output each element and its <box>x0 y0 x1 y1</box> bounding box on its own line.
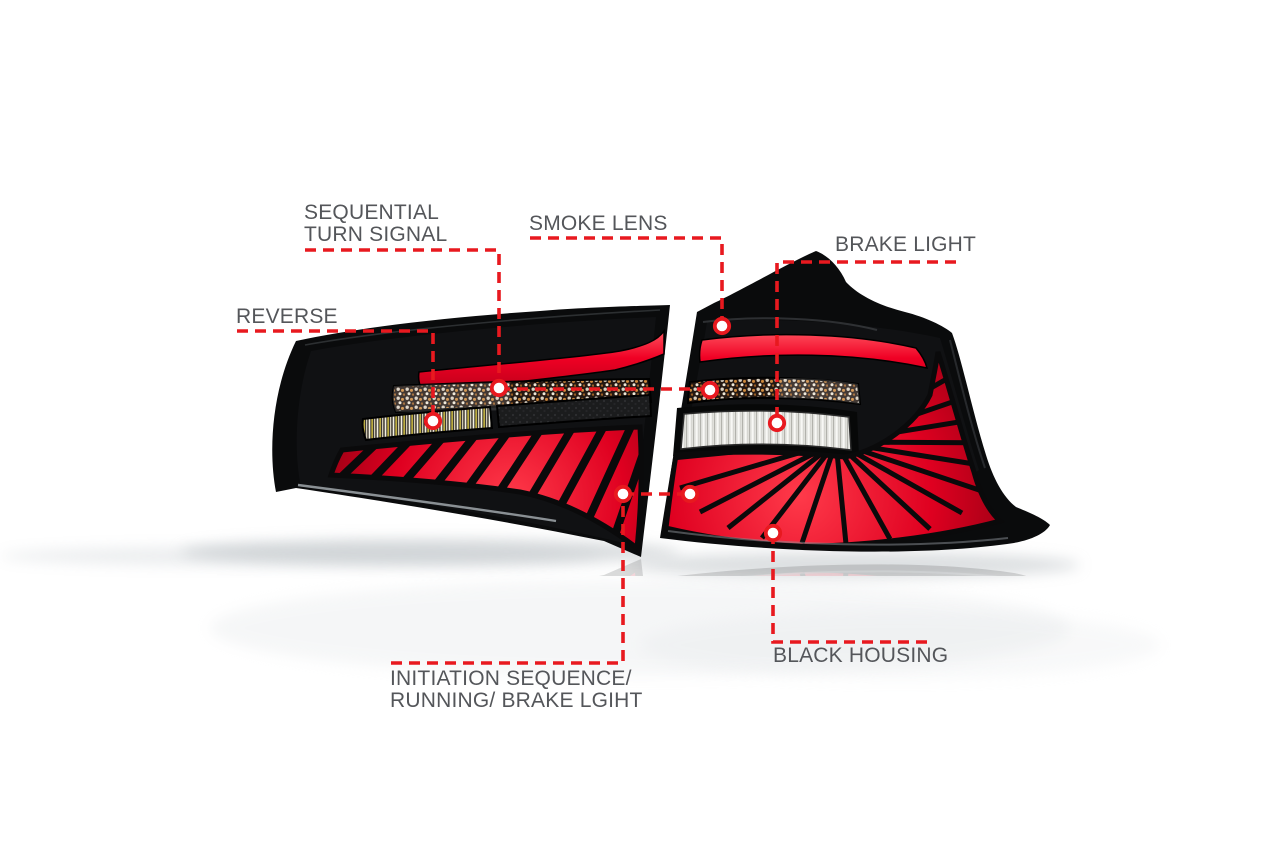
callout-line-sequential-turn-signal <box>305 248 501 388</box>
callout-line-smoke-lens <box>530 236 724 326</box>
trunk-bottom-rim-highlight <box>297 483 557 523</box>
quarter-brake-lens <box>680 410 852 451</box>
trunk-smoked-section <box>495 393 653 429</box>
callout-dot-initiation-right <box>680 484 700 504</box>
quarter-sequential-highlight <box>779 378 860 404</box>
callout-dot-sequential-right <box>700 380 720 400</box>
quarter-side-rim-highlight <box>949 339 986 469</box>
callout-dot-brake-light <box>767 413 787 433</box>
callout-line-brake-light <box>775 260 956 423</box>
callout-line-reverse <box>237 329 435 421</box>
callout-label-smoke-lens: SMOKE LENS <box>529 212 668 235</box>
trunk-fan-border <box>327 424 644 553</box>
callout-label-brake-light: BRAKE LIGHT <box>835 233 977 256</box>
callout-line-black-housing <box>771 533 929 644</box>
callout-label-sequential-turn-signal: SEQUENTIAL TURN SIGNAL <box>304 201 448 246</box>
callout-dot-black-housing <box>763 523 783 543</box>
callout-dot-sequential-left <box>489 378 509 398</box>
tail-light-quarter-piece <box>660 251 1050 552</box>
callout-dot-initiation-left <box>613 484 633 504</box>
callout-dot-smoke-lens <box>712 316 732 336</box>
quarter-red-strip <box>698 333 929 369</box>
callout-label-initiation-sequence: INITIATION SEQUENCE/ RUNNING/ BRAKE LGIH… <box>390 667 643 712</box>
quarter-bottom-rim-highlight <box>667 530 1009 546</box>
trunk-sequential-highlight <box>392 382 511 412</box>
trunk-initiation-fan <box>331 427 642 548</box>
callout-label-reverse: REVERSE <box>236 305 338 328</box>
callout-dot-reverse <box>423 411 443 431</box>
quarter-sequential-turn-signal-strip <box>686 376 862 406</box>
tail-light-trunk-piece <box>272 305 670 557</box>
callout-line-initiation-sequence <box>391 494 625 665</box>
quarter-fan-border <box>663 351 1006 549</box>
quarter-brake-fan <box>666 352 1000 547</box>
callout-label-black-housing: BLACK HOUSING <box>773 644 949 667</box>
trunk-top-rim-highlight <box>304 309 661 346</box>
